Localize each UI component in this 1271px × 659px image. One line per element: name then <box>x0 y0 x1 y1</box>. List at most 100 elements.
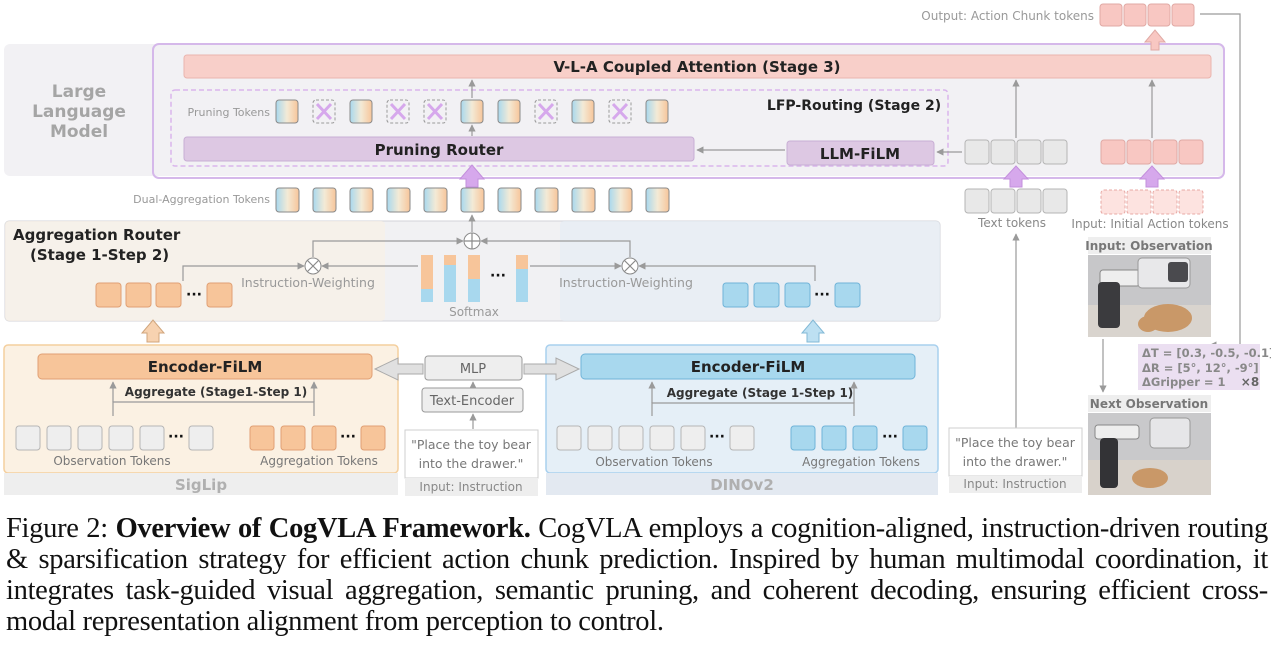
dual-token <box>349 187 374 213</box>
pruned-token <box>386 99 410 124</box>
dual-token <box>386 187 411 213</box>
encoder-film-right-label: Encoder-FiLM <box>691 358 806 376</box>
caption-prefix: Figure 2: <box>6 513 116 544</box>
dual-tokens-label: Dual-Aggregation Tokens <box>133 193 270 206</box>
llm-label-line3: Model <box>50 122 108 142</box>
blue-token <box>722 282 749 308</box>
softmax-bar-top <box>444 255 456 265</box>
action-token <box>1100 139 1126 165</box>
mlp-right-arrow <box>523 357 581 381</box>
dinov2-observation-tokens: ··· <box>556 425 755 451</box>
dual-token <box>275 187 300 213</box>
llm-text-tokens <box>964 139 1068 165</box>
up-arrow-output <box>1143 29 1167 51</box>
siglip-label: SigLip <box>175 476 227 494</box>
pruning-token <box>497 99 521 124</box>
agg-tokens-left-label: Aggregation Tokens <box>260 454 378 468</box>
aggregate-left-label: Aggregate (Stage1-Step 1) <box>125 385 307 399</box>
input-observation-image <box>1088 255 1211 337</box>
orange-token <box>206 282 233 308</box>
observation-token <box>649 425 675 451</box>
delta-r-label: ΔR = [5°, 12°, -9°] <box>1142 361 1259 375</box>
dual-token <box>645 187 670 213</box>
aggregation-token <box>902 425 928 451</box>
encoder-film-left-box <box>37 353 373 380</box>
dual-token <box>608 187 633 213</box>
softmax-bar-top <box>516 255 528 269</box>
aggregation-token <box>311 425 337 451</box>
observation-token <box>618 425 644 451</box>
observation-token <box>587 425 613 451</box>
observation-token <box>556 425 582 451</box>
ellipsis: ··· <box>490 268 506 284</box>
aggregation-router-subtitle: (Stage 1-Step 2) <box>30 246 169 264</box>
vla-attention-label: V-L-A Coupled Attention (Stage 3) <box>553 58 840 76</box>
siglip-aggregation-tokens: ··· <box>249 425 386 451</box>
text-encoder-box <box>421 387 524 413</box>
initial-action-token <box>1100 189 1126 215</box>
instruction-right-box <box>948 427 1083 477</box>
llm-label-line1: Large <box>52 82 106 102</box>
instruction-center-footer <box>405 478 538 496</box>
input-observation-header <box>1088 237 1211 254</box>
aggregation-router-right-tint <box>560 221 940 321</box>
llm-action-tokens <box>1100 139 1204 165</box>
output-token <box>1123 3 1147 27</box>
text-token <box>1042 188 1068 214</box>
up-arrow-siglip <box>140 319 166 343</box>
ellipsis: ··· <box>340 429 356 445</box>
caption-body: CogVLA employs a cognition-aligned, inst… <box>6 513 1268 637</box>
pruning-token <box>645 99 669 124</box>
dual-token <box>571 187 596 213</box>
instruction-right-line1: "Place the toy bear <box>955 435 1076 450</box>
figure-caption: Figure 2: Overview of CogVLA Framework. … <box>6 513 1268 637</box>
plus-icon-mark <box>464 233 480 249</box>
initial-action-token <box>1178 189 1204 215</box>
lfp-routing-box <box>170 89 949 167</box>
lfp-routing-label: LFP-Routing (Stage 2) <box>767 98 941 114</box>
pruned-token <box>608 99 632 124</box>
initial-action-token <box>1126 189 1152 215</box>
text-token <box>964 188 990 214</box>
router-blue-tokens: ··· <box>722 282 861 308</box>
orange-token <box>95 282 122 308</box>
next-observation-header <box>1088 395 1211 412</box>
multiply-icon-left-mark <box>307 260 319 272</box>
pruning-tokens <box>275 99 669 124</box>
next-observation-label: Next Observation <box>1090 397 1208 411</box>
softmax-label: Softmax <box>449 305 499 319</box>
multiply-icon-right-mark <box>624 260 636 272</box>
instruction-right-line2: into the drawer." <box>963 454 1068 469</box>
ellipsis: ··· <box>168 429 184 445</box>
observation-token <box>46 425 72 451</box>
action-token <box>1152 139 1178 165</box>
up-arrow-action-tokens <box>1138 165 1166 188</box>
delta-t-label: ΔT = [0.3, -0.5, -0.1] <box>1142 346 1271 360</box>
vla-attention-box <box>183 54 1212 79</box>
text-token <box>1016 139 1042 165</box>
initial-action-token <box>1152 189 1178 215</box>
aggregation-token <box>790 425 816 451</box>
pruning-token <box>460 99 484 124</box>
siglip-observation-tokens: ··· <box>15 425 214 451</box>
text-tokens-label: Text tokens <box>977 216 1046 230</box>
softmax-bars: ··· <box>421 255 528 302</box>
initial-action-label: Input: Initial Action tokens <box>1071 217 1228 231</box>
pruning-token <box>275 99 299 124</box>
router-connectors <box>182 214 816 281</box>
instruction-center-line2: into the drawer." <box>419 456 524 471</box>
up-arrow-dual-to-router <box>458 164 486 188</box>
mlp-label: MLP <box>460 362 486 377</box>
aggregation-token <box>821 425 847 451</box>
dual-token <box>312 187 337 213</box>
up-arrow-dinov2 <box>800 319 826 343</box>
mlp-box <box>424 355 523 381</box>
ellipsis: ··· <box>709 429 725 445</box>
obs-tokens-right-label: Observation Tokens <box>595 455 712 469</box>
input-instruction-center-label: Input: Instruction <box>419 480 522 494</box>
instruction-weighting-right: Instruction-Weighting <box>559 275 693 290</box>
softmax-bar-top <box>468 255 480 279</box>
observation-token <box>139 425 165 451</box>
encoder-film-right-box <box>580 353 916 380</box>
instruction-center-line1: "Place the toy bear <box>411 437 532 452</box>
